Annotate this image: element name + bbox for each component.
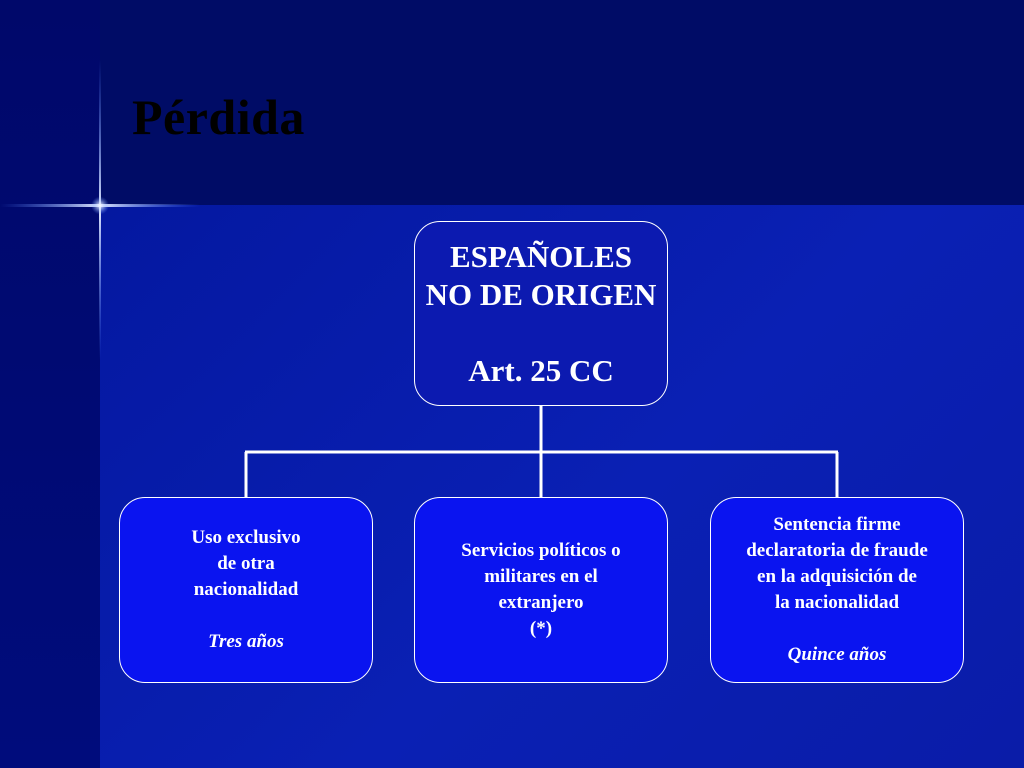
child-1-line-3: nacionalidad — [193, 579, 299, 600]
background-top-band — [100, 0, 1024, 205]
background-left-band — [0, 0, 100, 768]
child-3-line-1: Sentencia firme — [773, 514, 901, 535]
child-1-term: Tres años — [208, 631, 284, 652]
child-2-line-2: militares en el — [484, 566, 598, 587]
child-3-line-3: en la adquisición de — [757, 566, 917, 587]
slide-title: Pérdida — [132, 89, 305, 145]
child-node-sentencia: Sentencia firme declaratoria de fraude e… — [710, 497, 964, 683]
child-3-term: Quince años — [787, 644, 887, 665]
child-1-line-2: de otra — [217, 553, 275, 574]
root-line-2: NO DE ORIGEN — [425, 276, 657, 312]
child-2-line-1: Servicios políticos o — [461, 540, 621, 561]
child-node-servicios: Servicios políticos o militares en el ex… — [414, 497, 668, 683]
root-line-3: Art. 25 CC — [468, 352, 614, 388]
child-1-line-1: Uso exclusivo — [191, 527, 301, 548]
root-node: ESPAÑOLES NO DE ORIGEN Art. 25 CC — [414, 221, 668, 406]
root-line-1: ESPAÑOLES — [449, 238, 633, 274]
child-3-line-2: declaratoria de fraude — [746, 540, 928, 561]
child-3-line-4: la nacionalidad — [774, 592, 900, 613]
child-node-uso-exclusivo: Uso exclusivo de otra nacionalidad Tres … — [119, 497, 373, 683]
child-2-line-4: (*) — [529, 618, 553, 639]
child-2-line-3: extranjero — [498, 592, 584, 613]
